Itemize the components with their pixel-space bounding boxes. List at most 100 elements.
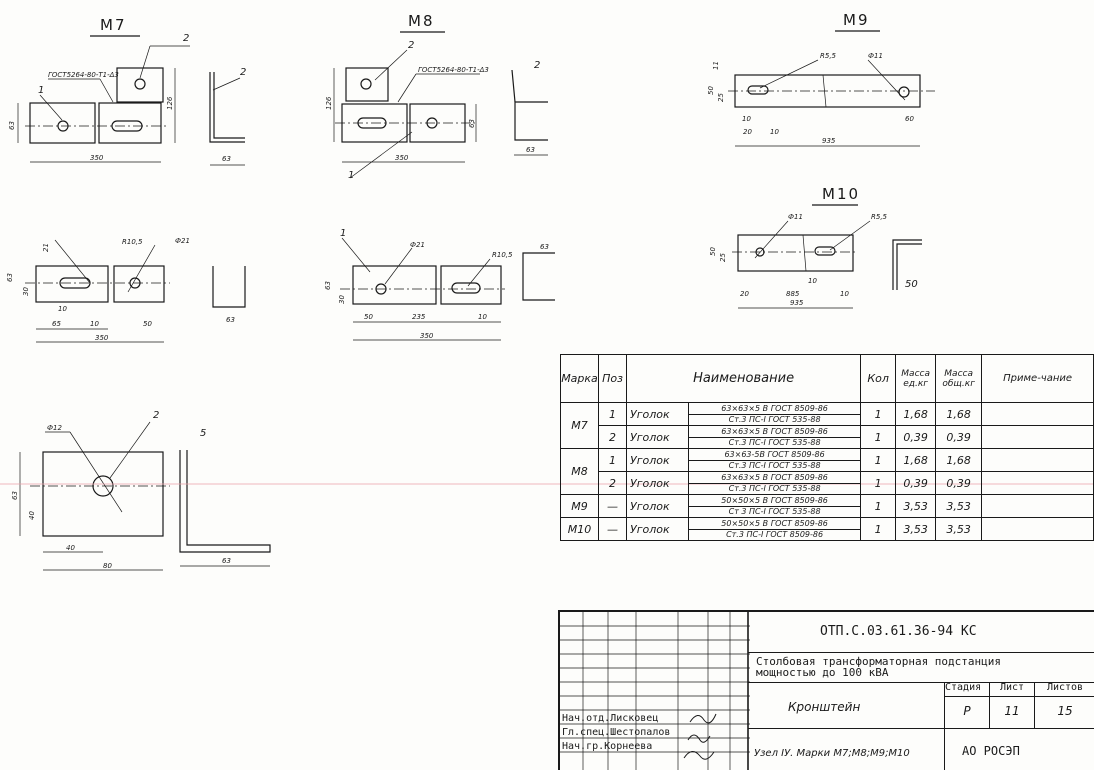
row-spec-bot: Ст.3 ПС-I ГОСТ 535-88 — [728, 437, 821, 447]
row-mu: 1,68 — [895, 402, 937, 426]
m7-pos1: 1 — [38, 85, 44, 96]
row-spec-bot: Ст.3 ПС-I ГОСТ 8509-86 — [726, 529, 824, 539]
m7-plan-d30: 30 — [22, 287, 30, 296]
m7-plan: R10,5 Ф21 21 30 65 10 50 350 63 63 10 — [6, 237, 246, 343]
row-spec-bot: Ст.3 ПС-I ГОСТ 535-88 — [728, 483, 821, 493]
m7-plan-d50: 50 — [143, 320, 152, 328]
row-item: Уголок — [626, 448, 689, 472]
m7-d63: 63 — [8, 121, 16, 130]
m7-title: М7 — [100, 16, 127, 34]
m7-plan-d10b: 10 — [58, 305, 67, 313]
m9-r: R5,5 — [820, 52, 837, 60]
row-pos: 1 — [598, 448, 627, 472]
person-name: Корнеева — [604, 741, 653, 752]
m8-pos2: 2 — [408, 40, 414, 51]
m8-plan-d235: 235 — [412, 313, 426, 321]
row-pos: 2 — [598, 425, 627, 449]
hdr-qty: Кол — [860, 354, 897, 403]
row-mark: М8 — [560, 448, 599, 495]
m7-plan-d350: 350 — [95, 334, 109, 342]
row-item: Уголок — [626, 402, 689, 426]
m8-plan: 1 Ф21 R10,5 63 30 50 235 10 350 63 — [324, 228, 555, 341]
m8-d126: 126 — [325, 96, 333, 110]
person-name: Лисковец — [610, 713, 659, 724]
m8-plan-d10: 10 — [478, 313, 487, 321]
row-spec-bot: Ст 3 ПС-I ГОСТ 535-88 — [728, 506, 821, 516]
signature-grid — [560, 612, 750, 770]
row-mt: 1,68 — [935, 402, 983, 426]
row-mt: 3,53 — [935, 517, 983, 541]
m9-d10b: 10 — [770, 128, 779, 136]
m7-gost: ГОСТ5264-80-Т1-Δ3 — [48, 71, 119, 79]
row-spec-bot: Ст.3 ПС-I ГОСТ 535-88 — [728, 460, 821, 470]
m10-r: R5,5 — [871, 213, 888, 221]
row-spec-top: 63×63-5В ГОСТ 8509-86 — [689, 450, 861, 461]
m8-pos1: 1 — [348, 170, 354, 181]
pos2-dia: Ф12 — [47, 424, 62, 432]
row-pos: 1 — [598, 402, 627, 426]
m8-plan-pos: 1 — [340, 228, 346, 239]
m7-plan-d65: 65 — [52, 320, 61, 328]
row-spec-bot: Ст.3 ПС-I ГОСТ 535-88 — [728, 414, 821, 424]
pos2-d63: 63 — [11, 491, 19, 500]
m10-d50: 50 — [709, 247, 717, 256]
row-mu: 0,39 — [895, 425, 937, 449]
sheets-value: 15 — [1057, 704, 1073, 718]
m9-d20: 20 — [743, 128, 752, 136]
m10-d935: 935 — [790, 299, 804, 307]
row-mu: 3,53 — [895, 517, 937, 541]
m7-plan-d21: 21 — [42, 243, 50, 252]
row-mu: 0,39 — [895, 471, 937, 495]
hdr-name: Наименование — [625, 354, 862, 403]
m10-d10: 10 — [808, 277, 817, 285]
m8-d63: 63 — [468, 119, 476, 128]
person-2: Гл.спец.Шестопалов — [562, 726, 670, 740]
row-item: Уголок — [626, 471, 689, 495]
m9-d10: 10 — [742, 115, 751, 123]
row-qty: 1 — [860, 517, 897, 541]
row-spec-top: 63×63×5 В ГОСТ 8509-86 — [689, 404, 861, 415]
row-mark: М9 — [560, 494, 599, 518]
pos2-detail: Ф12 2 63 40 40 80 5 63 — [11, 410, 271, 571]
m10-d885: 885 — [786, 290, 800, 298]
m7-d350: 350 — [90, 154, 104, 162]
m7-plan-d10: 10 — [90, 320, 99, 328]
m7-pos2: 2 — [183, 33, 189, 44]
row-spec-top: 50×50×5 В ГОСТ 8509-86 — [689, 519, 861, 530]
m10-d50b: 50 — [905, 279, 918, 290]
m7-side-pos2: 2 — [240, 67, 246, 78]
m8-d350: 350 — [395, 154, 409, 162]
m8-plan-dia: Ф21 — [410, 241, 425, 249]
m9-d935: 935 — [822, 137, 836, 145]
row-mt: 3,53 — [935, 494, 983, 518]
hdr-pos: Поз — [598, 354, 627, 403]
row-item: Уголок — [626, 425, 689, 449]
m9-d25: 25 — [717, 93, 725, 102]
m8-plan-d63b: 63 — [540, 243, 549, 251]
m7-plan-r: R10,5 — [122, 238, 143, 246]
row-qty: 1 — [860, 471, 897, 495]
spec-table: Марка Поз Наименование Кол Масса ед.кг М… — [560, 354, 1094, 541]
person-name: Шестопалов — [610, 727, 671, 738]
row-qty: 1 — [860, 448, 897, 472]
stage-value: Р — [945, 696, 990, 728]
person-3: Нач.гр.Корнеева — [562, 740, 670, 754]
pos2-d40b: 40 — [66, 544, 75, 552]
m10-d20: 20 — [740, 290, 749, 298]
m9-dia: Ф11 — [868, 52, 883, 60]
m9-title: М9 — [843, 11, 870, 29]
sheet-value: 11 — [990, 696, 1035, 728]
row-mt: 1,68 — [935, 448, 983, 472]
row-item: Уголок — [626, 517, 689, 541]
row-mark: М10 — [560, 517, 599, 541]
row-mt: 0,39 — [935, 471, 983, 495]
stage-label: Стадия — [945, 682, 990, 696]
m10-title: М10 — [822, 185, 860, 203]
title-block: Нач.отд.Лисковец Гл.спец.Шестопалов Нач.… — [558, 610, 1094, 770]
row-pos: — — [598, 517, 627, 541]
m8-plan-d63: 63 — [324, 281, 332, 290]
